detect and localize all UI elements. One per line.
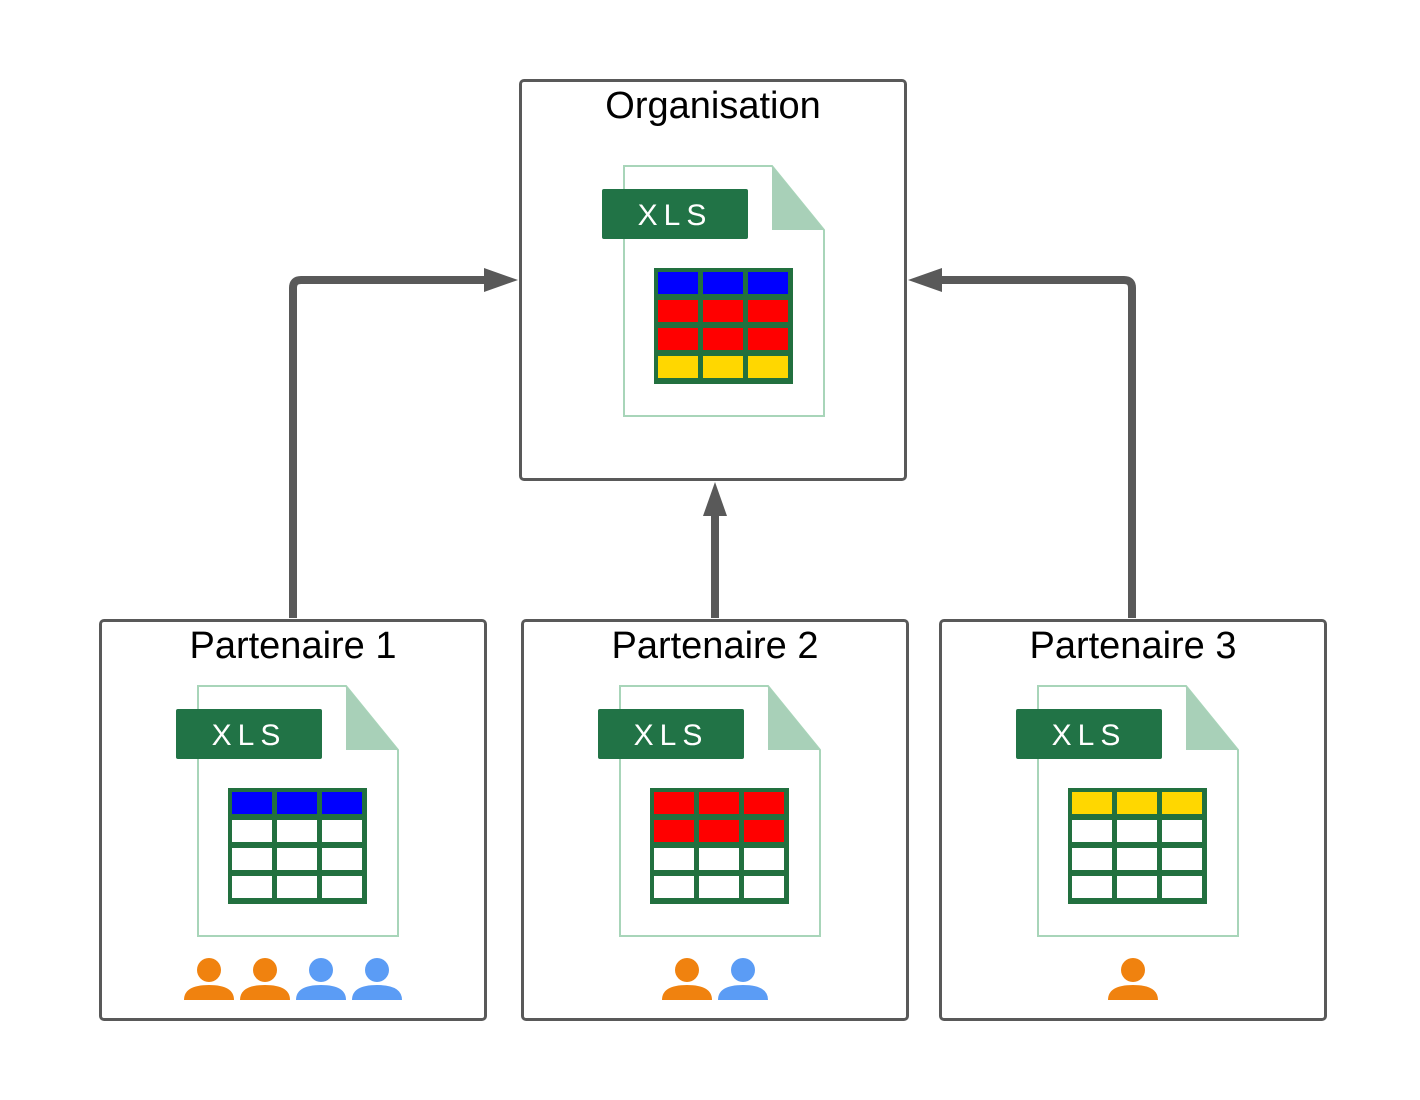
- xls-badge: XLS: [176, 709, 322, 759]
- user-blue-icon: [352, 958, 402, 1000]
- arrow-partner3-to-organisation: [908, 268, 1136, 618]
- grid-cell-yellow: [703, 356, 743, 378]
- grid-cell-blue: [322, 792, 362, 814]
- grid-cell-empty: [322, 820, 362, 842]
- spreadsheet-grid: [650, 788, 789, 904]
- xls-badge-label: XLS: [638, 199, 713, 232]
- grid-cell-empty: [654, 848, 694, 870]
- grid-cell-yellow: [1117, 792, 1157, 814]
- grid-cell-blue: [748, 272, 788, 294]
- grid-cell-empty: [1162, 848, 1202, 870]
- grid-cell-empty: [654, 876, 694, 898]
- grid-cell-red: [703, 328, 743, 350]
- grid-cell-red: [744, 820, 784, 842]
- grid-cell-blue: [703, 272, 743, 294]
- user-group: [942, 958, 1324, 1000]
- grid-cell-red: [748, 328, 788, 350]
- grid-cell-blue: [277, 792, 317, 814]
- grid-cell-empty: [1162, 876, 1202, 898]
- grid-cell-red: [748, 300, 788, 322]
- grid-cell-empty: [322, 848, 362, 870]
- spreadsheet-grid: [654, 268, 793, 384]
- user-orange-icon: [662, 958, 712, 1000]
- xls-file-icon: XLS: [598, 685, 821, 937]
- xls-file-icon: XLS: [1016, 685, 1239, 937]
- grid-cell-empty: [277, 876, 317, 898]
- grid-cell-yellow: [658, 356, 698, 378]
- grid-cell-red: [654, 792, 694, 814]
- grid-cell-red: [658, 328, 698, 350]
- grid-cell-yellow: [748, 356, 788, 378]
- spreadsheet-grid: [1068, 788, 1207, 904]
- grid-cell-empty: [322, 876, 362, 898]
- xls-file-icon: XLS: [176, 685, 399, 937]
- grid-cell-blue: [658, 272, 698, 294]
- user-blue-icon: [296, 958, 346, 1000]
- user-group: [524, 958, 906, 1000]
- grid-cell-empty: [699, 876, 739, 898]
- grid-cell-empty: [277, 848, 317, 870]
- organisation-title: Organisation: [605, 85, 821, 127]
- grid-cell-red: [699, 792, 739, 814]
- xls-badge-label: XLS: [212, 719, 287, 752]
- user-orange-icon: [240, 958, 290, 1000]
- grid-cell-blue: [232, 792, 272, 814]
- partner-box-2: Partenaire 2 XLS: [521, 619, 909, 1021]
- grid-cell-empty: [232, 876, 272, 898]
- partner-box-3: Partenaire 3 XLS: [939, 619, 1327, 1021]
- xls-badge: XLS: [598, 709, 744, 759]
- grid-cell-yellow: [1072, 792, 1112, 814]
- grid-cell-empty: [232, 848, 272, 870]
- grid-cell-yellow: [1162, 792, 1202, 814]
- partner-title: Partenaire 1: [189, 625, 397, 667]
- spreadsheet-grid: [228, 788, 367, 904]
- partner-box-1: Partenaire 1 XLS: [99, 619, 487, 1021]
- arrow-partner2-to-organisation: [703, 482, 727, 618]
- xls-badge-label: XLS: [1052, 719, 1127, 752]
- grid-cell-red: [654, 820, 694, 842]
- user-blue-icon: [718, 958, 768, 1000]
- grid-cell-empty: [1162, 820, 1202, 842]
- grid-cell-empty: [1117, 820, 1157, 842]
- grid-cell-empty: [744, 876, 784, 898]
- user-orange-icon: [184, 958, 234, 1000]
- user-orange-icon: [1108, 958, 1158, 1000]
- grid-cell-red: [703, 300, 743, 322]
- grid-cell-red: [658, 300, 698, 322]
- partner-title: Partenaire 3: [1029, 625, 1237, 667]
- arrow-partner1-to-organisation: [289, 268, 518, 618]
- grid-cell-empty: [277, 820, 317, 842]
- grid-cell-empty: [1072, 820, 1112, 842]
- xls-badge: XLS: [1016, 709, 1162, 759]
- partner-title: Partenaire 2: [611, 625, 819, 667]
- user-group: [102, 958, 484, 1000]
- grid-cell-empty: [699, 848, 739, 870]
- grid-cell-empty: [232, 820, 272, 842]
- grid-cell-red: [699, 820, 739, 842]
- xls-file-icon: XLS: [602, 165, 825, 417]
- grid-cell-empty: [1117, 848, 1157, 870]
- grid-cell-empty: [1072, 876, 1112, 898]
- grid-cell-empty: [744, 848, 784, 870]
- xls-badge: XLS: [602, 189, 748, 239]
- grid-cell-empty: [1072, 848, 1112, 870]
- organisation-box: Organisation XLS: [519, 79, 907, 481]
- grid-cell-red: [744, 792, 784, 814]
- xls-badge-label: XLS: [634, 719, 709, 752]
- grid-cell-empty: [1117, 876, 1157, 898]
